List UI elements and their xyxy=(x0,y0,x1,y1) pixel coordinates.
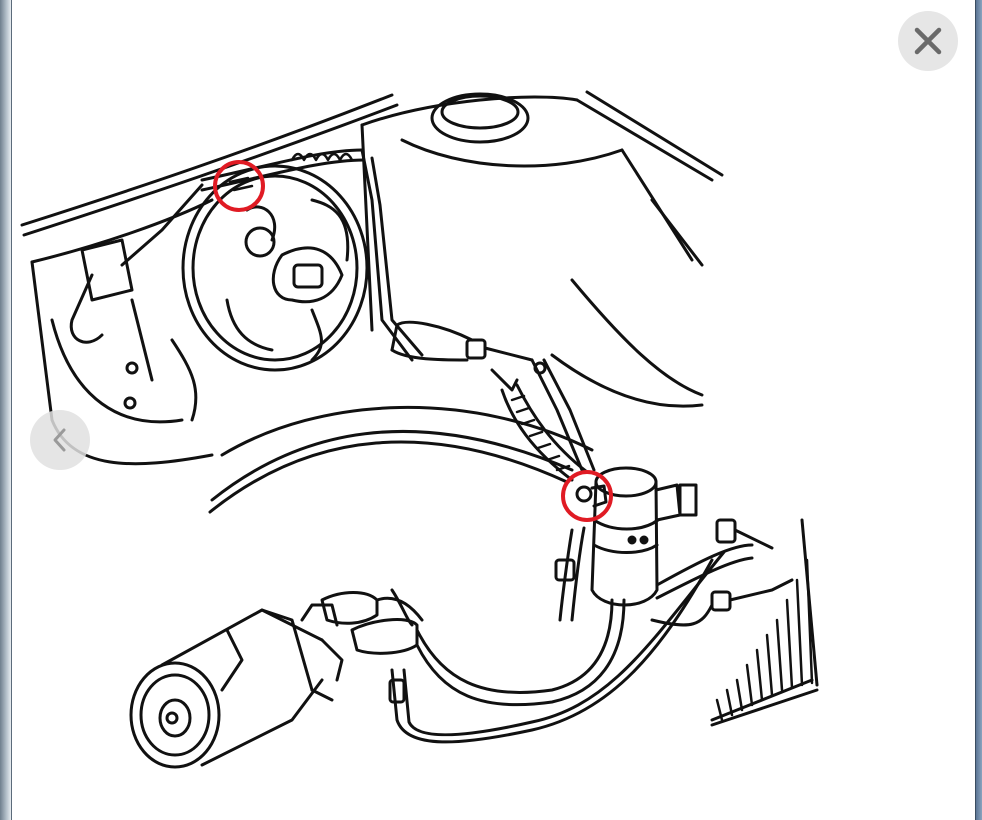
right-window-border xyxy=(976,0,982,820)
upper-refrigerant-line xyxy=(120,148,424,362)
lower-fitting-body xyxy=(590,484,608,508)
highlight-circle-upper xyxy=(213,160,265,212)
right-border-line xyxy=(975,0,976,820)
inline-filter xyxy=(390,320,547,392)
ac-system-diagram xyxy=(20,90,819,769)
lower-fitting xyxy=(575,485,593,503)
compressor xyxy=(129,603,344,769)
lower-refrigerant-lines xyxy=(388,526,726,744)
hood-edge xyxy=(20,93,399,264)
inner-fender xyxy=(208,278,704,514)
left-border-line xyxy=(11,0,12,820)
close-button[interactable] xyxy=(898,11,958,71)
brake-booster xyxy=(181,164,369,372)
upper-fitting xyxy=(228,176,254,192)
strut-tower xyxy=(360,90,724,332)
left-window-border xyxy=(0,0,11,820)
previous-image-button[interactable] xyxy=(30,410,90,470)
chevron-left-icon xyxy=(53,428,66,452)
close-icon xyxy=(914,27,942,55)
compressor-fittings xyxy=(320,591,424,655)
condenser xyxy=(710,518,819,727)
condenser-lines xyxy=(650,518,794,627)
accumulator xyxy=(590,466,698,607)
highlight-circle-lower xyxy=(561,470,613,522)
